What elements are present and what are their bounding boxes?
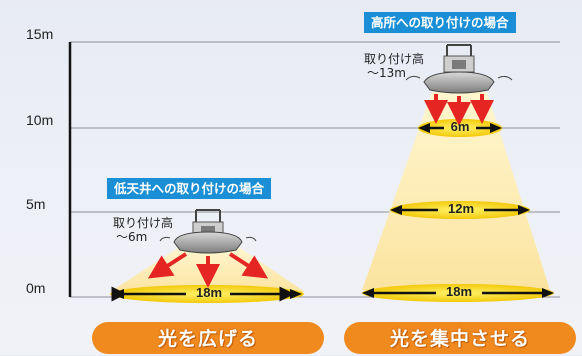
low-floor-width-arrow	[111, 286, 295, 302]
axis-label-10m: 10m	[26, 112, 54, 128]
low-mount-label-line1: 取り付け高	[113, 216, 174, 230]
high-width-10m-label: 6m	[450, 119, 470, 134]
high-width-5m-label: 12m	[447, 201, 475, 216]
low-mount-label-line2: ～6m	[116, 230, 148, 244]
high-mount-label-line2: ～13m	[367, 66, 406, 80]
high-light-arrows	[424, 94, 494, 126]
high-mount-label-line1: 取り付け高	[364, 52, 425, 66]
low-floor-width-label: 18m	[195, 285, 223, 300]
axis-label-0m: 0m	[26, 280, 46, 296]
low-arrow-head-right	[290, 289, 302, 299]
high-ellipse-5m	[390, 201, 530, 219]
low-floor-ellipse	[110, 285, 304, 303]
low-caption-pill: 光を広げる	[92, 322, 324, 354]
low-mount-label: 取り付け高 ～6m	[113, 216, 173, 244]
high-width-arrows	[362, 123, 554, 298]
high-mount-label: 取り付け高 ～13m	[364, 52, 424, 80]
low-light-arrows	[147, 252, 269, 288]
high-fixture	[405, 44, 513, 94]
low-fixture	[159, 209, 257, 254]
high-scenario-title: 高所への取り付けの場合	[364, 12, 516, 33]
high-beam	[362, 92, 550, 290]
low-scenario-title: 低天井への取り付けの場合	[107, 178, 272, 199]
axis-label-5m: 5m	[26, 196, 46, 212]
high-caption-pill: 光を集中させる	[344, 322, 576, 354]
high-floor-ellipse	[362, 284, 554, 302]
axis-label-15m: 15m	[26, 26, 54, 42]
high-floor-width-label: 18m	[445, 284, 473, 299]
